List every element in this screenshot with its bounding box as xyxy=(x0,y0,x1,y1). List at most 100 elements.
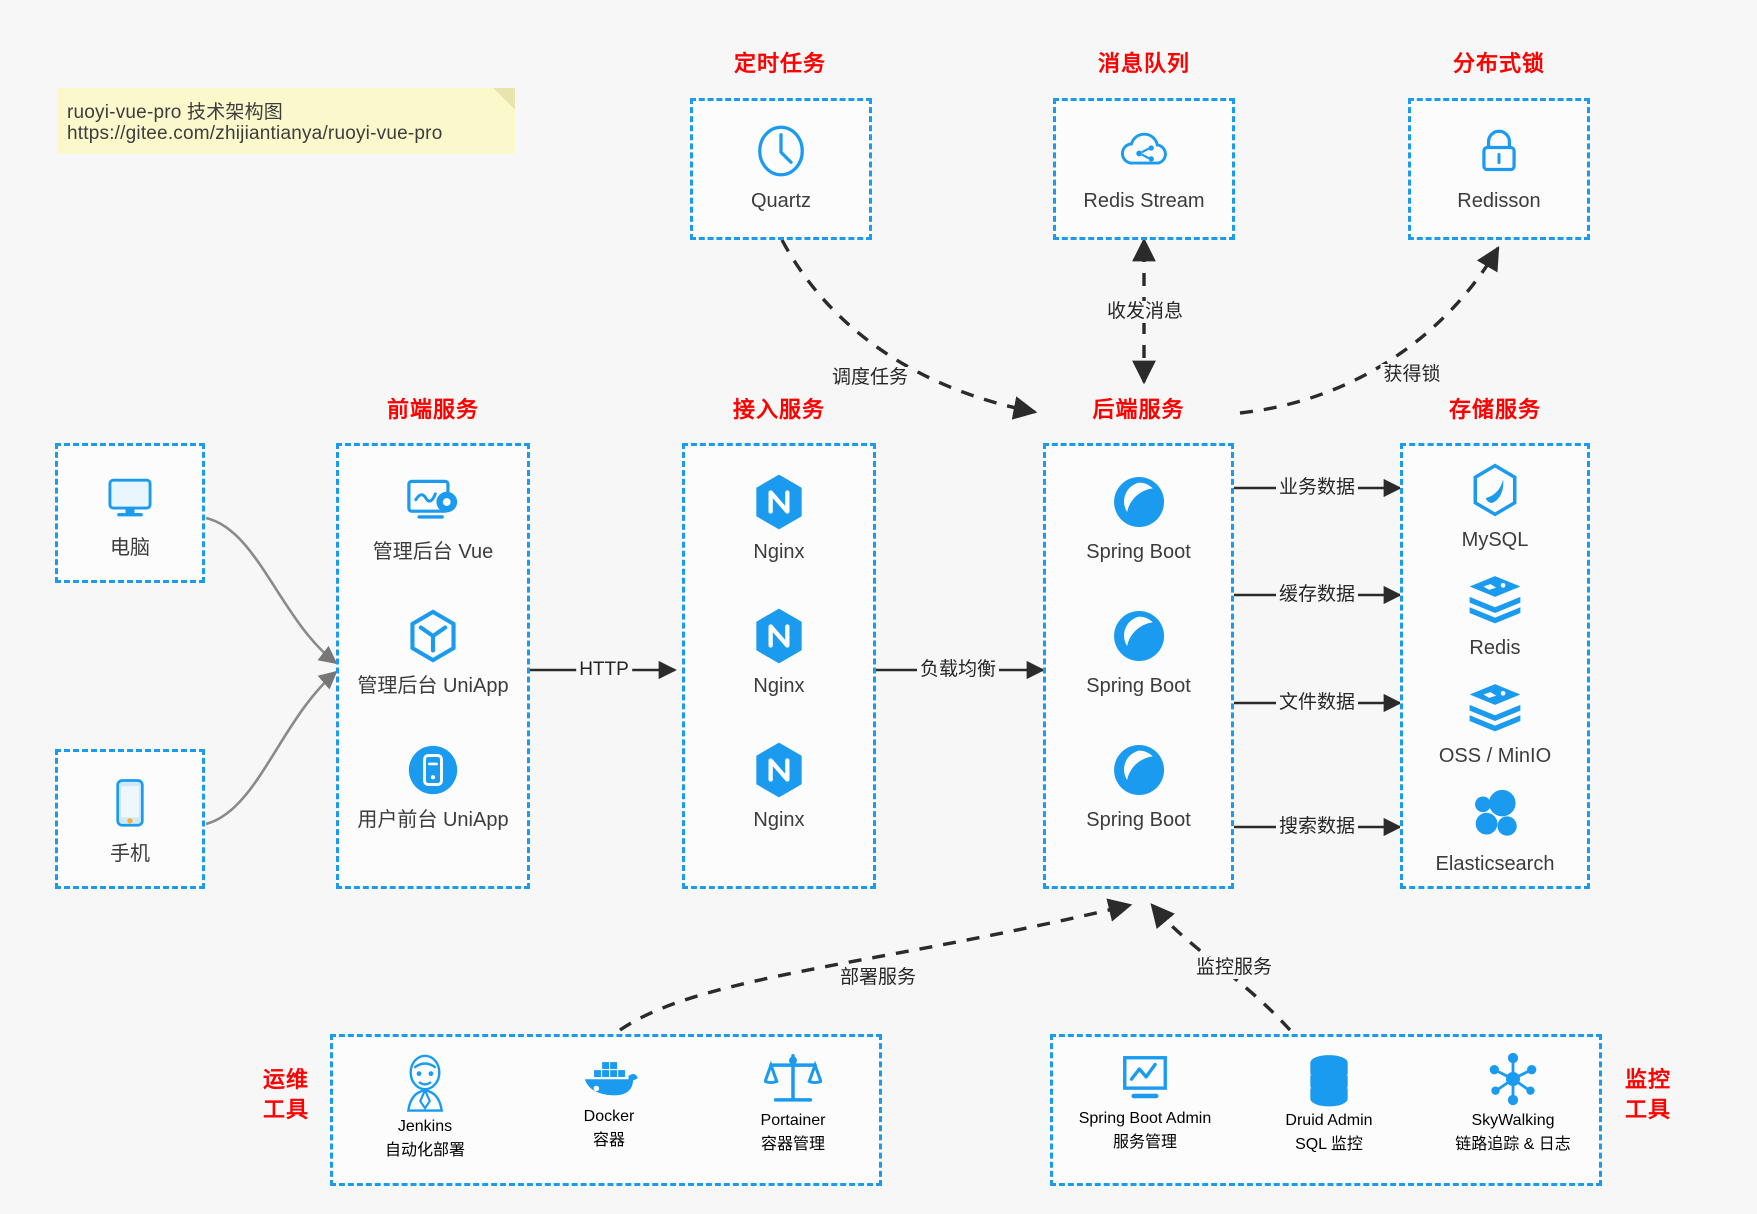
node-nginx-2[interactable]: Nginx xyxy=(685,604,873,700)
desktop-monitor-icon xyxy=(58,466,202,530)
redis-stack-icon xyxy=(1403,566,1587,630)
cloud-stream-icon xyxy=(1056,119,1232,183)
group-box-frontend: 管理后台 Vue 管理后台 UniApp 用户前台 UniApp xyxy=(336,443,530,889)
node-user-uniapp[interactable]: 用户前台 UniApp xyxy=(339,738,527,834)
spring-boot-icon xyxy=(1046,604,1231,668)
node-oss-minio[interactable]: OSS / MinIO xyxy=(1403,674,1587,770)
edge-label-http: HTTP xyxy=(576,659,632,681)
node-label: Nginx xyxy=(753,675,805,697)
dashboard-gear-icon xyxy=(339,470,527,534)
node-sublabel: 服务管理 xyxy=(1112,1134,1177,1151)
group-box-storage: MySQL Redis OSS xyxy=(1400,443,1590,889)
node-label: Spring Boot xyxy=(1086,675,1191,697)
nginx-icon xyxy=(685,470,873,534)
group-box-monitor: Spring Boot Admin 服务管理 Druid Admin SQL 监… xyxy=(1050,1034,1602,1186)
node-spring-boot-1[interactable]: Spring Boot xyxy=(1046,470,1231,566)
node-redis-stream[interactable]: Redis Stream xyxy=(1056,119,1232,215)
node-nginx-1[interactable]: Nginx xyxy=(685,470,873,566)
node-portainer[interactable]: Portainer 容器管理 xyxy=(701,1051,885,1154)
nginx-icon xyxy=(685,738,873,802)
group-title-gateway: 接入服务 xyxy=(732,397,825,422)
node-sublabel: SQL 监控 xyxy=(1295,1136,1363,1153)
node-label: Spring Boot Admin xyxy=(1078,1110,1212,1127)
group-title-mq: 消息队列 xyxy=(1097,51,1190,76)
note-fold-corner xyxy=(493,88,515,110)
edge-label-search-data: 搜索数据 xyxy=(1275,816,1359,838)
node-sublabel: 自动化部署 xyxy=(384,1142,465,1159)
node-sublabel: 链路追踪 & 日志 xyxy=(1455,1136,1571,1153)
node-spring-boot-3[interactable]: Spring Boot xyxy=(1046,738,1231,834)
node-docker[interactable]: Docker 容器 xyxy=(517,1051,701,1150)
node-elasticsearch[interactable]: Elasticsearch xyxy=(1403,782,1587,878)
node-mobile[interactable]: 手机 xyxy=(58,772,202,868)
nginx-icon xyxy=(685,604,873,668)
node-label: 管理后台 Vue xyxy=(372,541,494,563)
node-spring-boot-admin[interactable]: Spring Boot Admin 服务管理 xyxy=(1053,1051,1237,1152)
node-label: Spring Boot xyxy=(1086,809,1191,831)
node-label: Druid Admin xyxy=(1285,1112,1373,1129)
group-title-devops-line2: 工具 xyxy=(262,1097,309,1122)
node-label: 管理后台 UniApp xyxy=(357,675,509,697)
node-label: Redisson xyxy=(1457,190,1541,212)
group-title-devops: 运维 工具 xyxy=(250,1065,322,1125)
node-label: Docker xyxy=(583,1108,635,1125)
database-icon xyxy=(1237,1051,1421,1112)
note-url: https://gitee.com/zhijiantianya/ruoyi-vu… xyxy=(67,123,443,144)
node-quartz[interactable]: Quartz xyxy=(693,119,869,215)
node-label: Redis Stream xyxy=(1083,190,1205,212)
smartphone-icon xyxy=(58,772,202,836)
node-label: Nginx xyxy=(753,809,805,831)
edge-label-business-data: 业务数据 xyxy=(1275,477,1359,499)
node-admin-vue[interactable]: 管理后台 Vue xyxy=(339,470,527,566)
node-nginx-3[interactable]: Nginx xyxy=(685,738,873,834)
node-spring-boot-2[interactable]: Spring Boot xyxy=(1046,604,1231,700)
edge-label-schedule-task: 调度任务 xyxy=(828,367,912,389)
node-label: MySQL xyxy=(1461,529,1529,551)
node-admin-uniapp[interactable]: 管理后台 UniApp xyxy=(339,604,527,700)
jenkins-butler-icon xyxy=(333,1051,517,1118)
edge-label-deploy-service: 部署服务 xyxy=(836,967,920,989)
node-label: Elasticsearch xyxy=(1435,853,1555,875)
node-druid-admin[interactable]: Druid Admin SQL 监控 xyxy=(1237,1051,1421,1154)
edge-label-load-balance: 负载均衡 xyxy=(916,659,1000,681)
diagram-note: ruoyi-vue-pro 技术架构图 https://gitee.com/zh… xyxy=(57,88,515,154)
mobile-circle-icon xyxy=(339,738,527,802)
node-jenkins[interactable]: Jenkins 自动化部署 xyxy=(333,1051,517,1160)
clock-icon xyxy=(693,119,869,183)
edge-label-cache-data: 缓存数据 xyxy=(1275,584,1359,606)
node-redis[interactable]: Redis xyxy=(1403,566,1587,662)
node-label: 手机 xyxy=(110,843,150,865)
group-box-client-mobile: 手机 xyxy=(55,749,205,889)
group-box-client-pc: 电脑 xyxy=(55,443,205,583)
group-title-monitor-line1: 监控 xyxy=(1624,1067,1671,1092)
node-skywalking[interactable]: SkyWalking 链路追踪 & 日志 xyxy=(1421,1051,1605,1154)
group-title-frontend: 前端服务 xyxy=(386,397,479,422)
group-box-backend: Spring Boot Spring Boot Spring Boot xyxy=(1043,443,1234,889)
node-label: Spring Boot xyxy=(1086,541,1191,563)
group-title-monitor-line2: 工具 xyxy=(1624,1097,1671,1122)
group-box-devops: Jenkins 自动化部署 Docker 容器 xyxy=(330,1034,882,1186)
group-box-lock: Redisson xyxy=(1408,98,1590,240)
group-box-mq: Redis Stream xyxy=(1053,98,1235,240)
group-title-monitor: 监控 工具 xyxy=(1612,1065,1684,1125)
group-title-scheduler: 定时任务 xyxy=(733,51,826,76)
note-title: ruoyi-vue-pro 技术架构图 xyxy=(67,102,284,123)
node-label: Jenkins xyxy=(397,1118,453,1135)
node-label: 电脑 xyxy=(110,537,150,559)
group-title-devops-line1: 运维 xyxy=(262,1067,309,1092)
node-label: SkyWalking xyxy=(1471,1112,1555,1129)
padlock-icon xyxy=(1411,119,1587,183)
mysql-dolphin-icon xyxy=(1403,458,1587,522)
scales-icon xyxy=(701,1051,885,1112)
node-sublabel: 容器管理 xyxy=(760,1136,825,1153)
node-mysql[interactable]: MySQL xyxy=(1403,458,1587,554)
skywalking-icon xyxy=(1421,1051,1605,1112)
group-title-lock: 分布式锁 xyxy=(1452,51,1545,76)
group-box-gateway: Nginx Nginx Nginx xyxy=(682,443,876,889)
node-label: Portainer xyxy=(760,1112,826,1129)
edge-label-monitor-service: 监控服务 xyxy=(1192,957,1276,979)
redis-stack-icon xyxy=(1403,674,1587,738)
node-label: 用户前台 UniApp xyxy=(357,809,509,831)
node-pc[interactable]: 电脑 xyxy=(58,466,202,562)
node-redisson[interactable]: Redisson xyxy=(1411,119,1587,215)
